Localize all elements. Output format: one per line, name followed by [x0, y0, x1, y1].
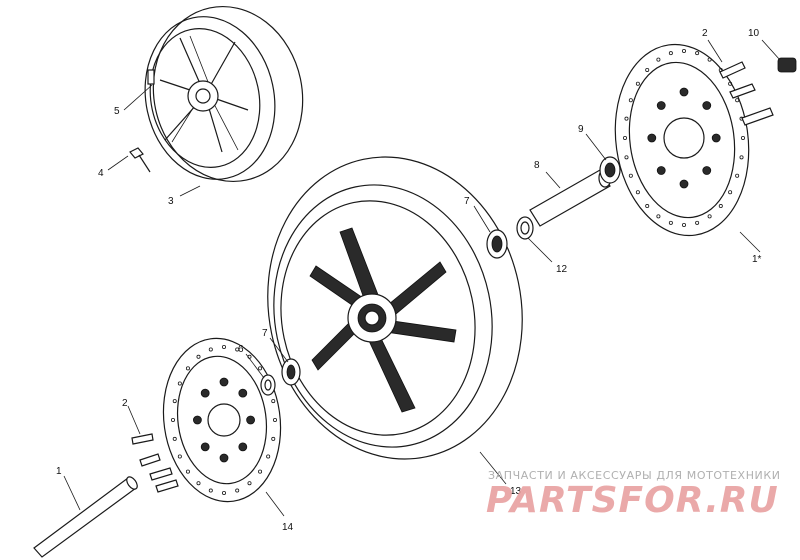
disc-bolt	[679, 87, 689, 97]
disc-hole	[668, 51, 673, 56]
disc-hole	[728, 190, 733, 195]
disc-hole	[656, 57, 661, 62]
wheel-rim	[144, 5, 304, 183]
disc-hole	[739, 155, 744, 160]
callout-2-left: 2	[122, 398, 128, 409]
bearing-9	[599, 156, 621, 184]
disc-bolt	[702, 101, 712, 110]
disc-bolt	[192, 415, 202, 425]
disc-hole	[208, 347, 213, 352]
disc-hole	[258, 469, 263, 474]
callout-13: 13	[510, 486, 522, 497]
disc-bolt	[711, 133, 721, 143]
disc-hole	[221, 490, 226, 495]
disc-hole	[177, 381, 182, 386]
disc-hole	[172, 436, 177, 441]
disc-hole	[271, 399, 276, 404]
disc-hole	[635, 190, 640, 195]
main-wheel-tire	[267, 156, 523, 460]
disc-bolt	[219, 377, 229, 387]
callout-7-left: 7	[262, 328, 268, 339]
callout-1-disc: 1*	[752, 254, 762, 265]
disc-bolt	[200, 388, 210, 398]
bearing-right	[486, 229, 508, 259]
disc-hole	[266, 454, 271, 459]
disc-hole	[707, 214, 712, 219]
disc-bolt	[656, 166, 666, 175]
disc-hole	[624, 116, 629, 121]
spacer-8	[529, 168, 612, 227]
disc-hole	[628, 98, 633, 103]
disc-hole	[735, 173, 740, 178]
disc-bolt	[656, 101, 666, 110]
disc-hole	[177, 454, 182, 459]
callout-2-right: 2	[702, 28, 708, 39]
disc-bolt	[238, 442, 248, 452]
disc-hole	[272, 417, 277, 422]
callout-9: 9	[578, 124, 584, 135]
callout-10: 10	[748, 28, 760, 39]
disc-bolt	[702, 166, 712, 175]
watermark-logo: PARTSFOR.RU	[486, 480, 779, 521]
axle	[33, 476, 138, 558]
disc-hole	[707, 57, 712, 62]
disc-hole	[695, 51, 700, 56]
callout-12: 12	[556, 264, 568, 275]
brake-disc-right	[614, 43, 750, 237]
disc-hole	[741, 135, 746, 140]
disc-hole	[628, 173, 633, 178]
disc-hole	[170, 417, 175, 422]
disc-hole	[271, 436, 276, 441]
disc-hole	[682, 222, 687, 227]
disc-hole	[185, 366, 190, 371]
disc-hole	[645, 204, 650, 209]
disc-hole	[221, 344, 226, 349]
disc-bolt	[647, 133, 657, 143]
disc-hole	[196, 354, 201, 359]
spacer-12	[516, 216, 534, 240]
disc-hole	[695, 220, 700, 225]
disc-bolt	[238, 388, 248, 398]
disc-hole	[235, 488, 240, 493]
disc-bolt	[219, 453, 229, 463]
callout-14: 14	[282, 522, 294, 533]
disc-hole	[645, 67, 650, 72]
callout-3: 3	[168, 196, 174, 207]
disc-bolt	[246, 415, 256, 425]
callout-7-right: 7	[464, 196, 470, 207]
disc-hole	[624, 155, 629, 160]
disc-hole	[718, 204, 723, 209]
watermark-caption: ЗАПЧАСТИ И АКСЕССУАРЫ ДЛЯ МОТОТЕХНИКИ	[488, 469, 781, 482]
disc-hole	[682, 49, 687, 54]
disc-hole	[208, 488, 213, 493]
valve-stem	[129, 147, 151, 173]
disc-hole	[623, 135, 628, 140]
disc-bolt	[679, 179, 689, 189]
disc-bolt	[200, 442, 210, 452]
callout-1-axle: 1	[56, 466, 62, 477]
disc-hole	[735, 98, 740, 103]
callout-4: 4	[98, 168, 104, 179]
disc-hole	[258, 366, 263, 371]
disc-hole	[196, 481, 201, 486]
disc-hole	[656, 214, 661, 219]
callout-5: 5	[114, 106, 120, 117]
disc-hole	[728, 81, 733, 86]
callout-8: 8	[534, 160, 540, 171]
disc-hole	[235, 347, 240, 352]
bolts-right	[719, 57, 797, 126]
callout-6: 6	[238, 344, 244, 355]
disc-hole	[668, 220, 673, 225]
leader-lines	[63, 39, 781, 517]
bearing-left	[281, 358, 301, 386]
disc-hole	[247, 481, 252, 486]
disc-hole	[635, 81, 640, 86]
disc-hole	[185, 469, 190, 474]
bolts-left	[131, 433, 179, 493]
disc-hole	[172, 399, 177, 404]
brake-disc-left	[162, 337, 282, 503]
seal-left	[260, 374, 276, 396]
